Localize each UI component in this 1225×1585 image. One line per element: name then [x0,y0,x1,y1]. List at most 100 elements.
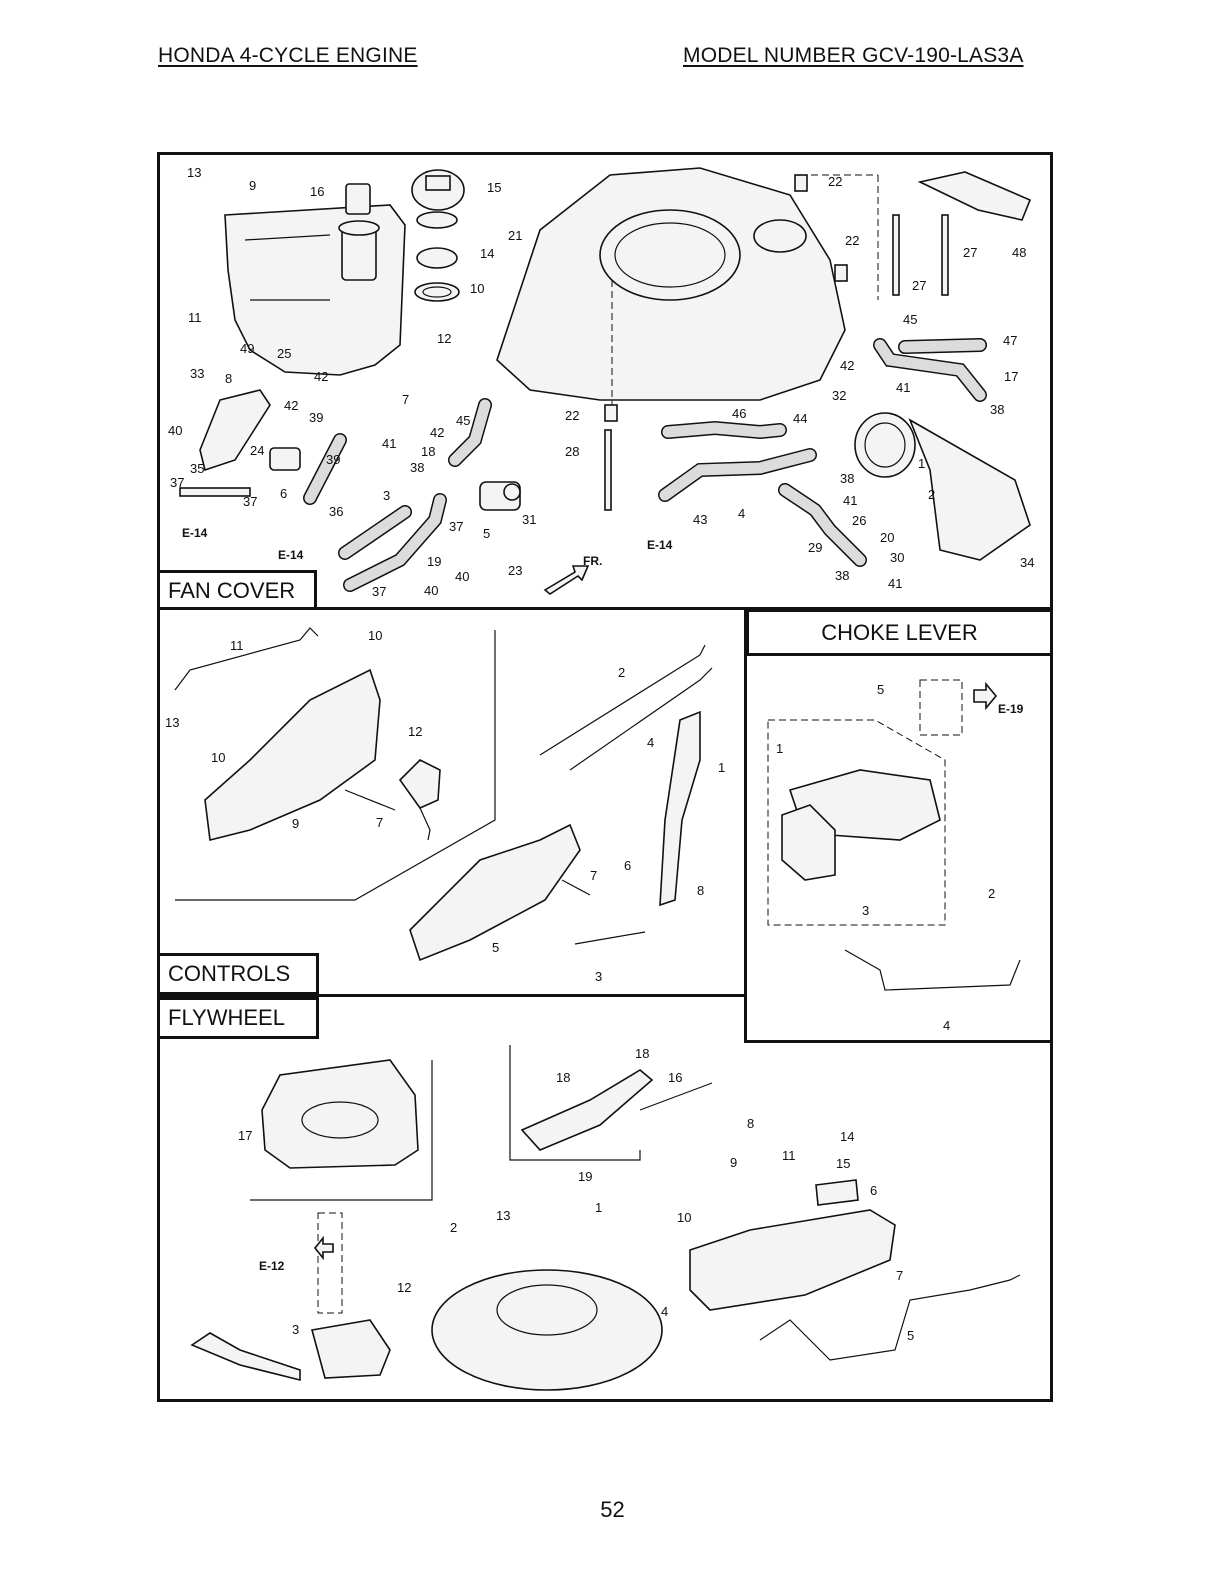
svg-text:1: 1 [595,1200,602,1215]
svg-text:22: 22 [828,174,842,189]
svg-text:5: 5 [483,526,490,541]
svg-text:22: 22 [845,233,859,248]
svg-text:38: 38 [835,568,849,583]
front-direction-label: FR. [583,554,602,568]
svg-text:3: 3 [383,488,390,503]
svg-text:21: 21 [508,228,522,243]
svg-text:12: 12 [397,1280,411,1295]
studs [604,214,949,511]
svg-text:10: 10 [368,628,382,643]
svg-text:10: 10 [211,750,225,765]
svg-text:2: 2 [618,665,625,680]
fan-cover-bottom-divider [157,607,1053,610]
svg-text:42: 42 [840,358,854,373]
svg-text:27: 27 [912,278,926,293]
fuel-tank [224,204,406,376]
svg-text:8: 8 [225,371,232,386]
section-label-controls: CONTROLS [157,953,319,995]
svg-text:45: 45 [456,413,470,428]
svg-text:10: 10 [677,1210,691,1225]
svg-text:32: 32 [832,388,846,403]
svg-text:7: 7 [376,815,383,830]
svg-text:17: 17 [238,1128,252,1143]
header-engine-title: HONDA 4-CYCLE ENGINE [158,44,418,67]
svg-text:6: 6 [280,486,287,501]
svg-text:41: 41 [843,493,857,508]
front-direction-arrow [543,565,590,595]
svg-text:44: 44 [793,411,807,426]
svg-text:41: 41 [896,380,910,395]
svg-text:13: 13 [187,165,201,180]
svg-text:20: 20 [880,530,894,545]
choke-vertical-divider [744,607,747,1042]
cross-ref-e14-bottom: E-14 [278,548,304,562]
svg-text:37: 37 [243,494,257,509]
flywheel-callouts: 17 18 18 16 19 1 13 2 4 12 3 8 9 11 14 1… [238,1046,914,1343]
svg-text:29: 29 [808,540,822,555]
svg-text:15: 15 [487,180,501,195]
svg-text:6: 6 [624,858,631,873]
svg-text:9: 9 [249,178,256,193]
svg-text:1: 1 [718,760,725,775]
svg-text:26: 26 [852,513,866,528]
svg-text:30: 30 [890,550,904,565]
nuts [604,174,848,422]
svg-text:40: 40 [455,569,469,584]
controls-drawing [174,627,713,962]
cross-ref-e12: E-12 [259,1259,285,1273]
cross-ref-e14-left: E-14 [182,526,208,540]
parts-diagram-frame [157,152,1053,1402]
svg-text:43: 43 [693,512,707,527]
svg-text:4: 4 [943,1018,950,1033]
svg-text:3: 3 [292,1322,299,1337]
svg-text:13: 13 [165,715,179,730]
fan-cover-shroud [496,167,879,405]
svg-text:14: 14 [480,246,494,261]
svg-text:11: 11 [188,310,202,325]
svg-text:12: 12 [437,331,451,346]
svg-text:11: 11 [230,638,244,653]
svg-text:7: 7 [590,868,597,883]
svg-text:22: 22 [565,408,579,423]
svg-text:1: 1 [776,741,783,756]
svg-text:28: 28 [565,444,579,459]
svg-text:8: 8 [697,883,704,898]
svg-text:38: 38 [410,460,424,475]
svg-text:1: 1 [918,456,925,471]
svg-text:45: 45 [903,312,917,327]
svg-text:5: 5 [907,1328,914,1343]
svg-text:8: 8 [747,1116,754,1131]
svg-text:39: 39 [309,410,323,425]
flywheel-drawing [190,1045,1021,1391]
svg-text:23: 23 [508,563,522,578]
svg-text:46: 46 [732,406,746,421]
svg-text:31: 31 [522,512,536,527]
svg-text:14: 14 [840,1129,854,1144]
svg-text:2: 2 [450,1220,457,1235]
svg-text:42: 42 [314,369,328,384]
header-model-number: MODEL NUMBER GCV-190-LAS3A [683,44,1024,67]
fuel-fitting [479,481,521,511]
svg-text:40: 40 [168,423,182,438]
svg-text:18: 18 [556,1070,570,1085]
svg-text:5: 5 [877,682,884,697]
svg-text:42: 42 [430,425,444,440]
svg-text:19: 19 [427,554,441,569]
svg-text:41: 41 [382,436,396,451]
svg-text:19: 19 [578,1169,592,1184]
svg-text:37: 37 [372,584,386,599]
section-label-flywheel: FLYWHEEL [157,997,319,1039]
svg-text:2: 2 [988,886,995,901]
svg-text:17: 17 [1004,369,1018,384]
svg-text:37: 37 [170,475,184,490]
svg-text:6: 6 [870,1183,877,1198]
svg-text:2: 2 [928,487,935,502]
svg-text:9: 9 [730,1155,737,1170]
controls-bottom-divider [157,994,747,997]
choke-lever-drawing [767,679,1021,991]
svg-text:38: 38 [840,471,854,486]
fuel-pump-bracket [854,412,1031,561]
svg-text:49: 49 [240,341,254,356]
svg-text:25: 25 [277,346,291,361]
